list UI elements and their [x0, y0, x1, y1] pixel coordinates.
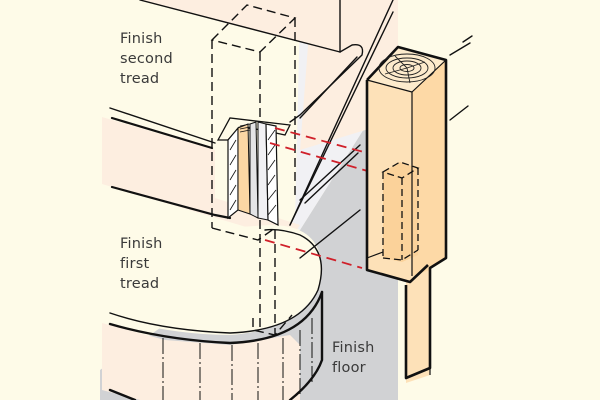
- first-tread-top: [102, 225, 322, 335]
- second-tread-nosing-under: [299, 56, 358, 119]
- post-side: [412, 60, 446, 276]
- label-line: tread: [120, 71, 160, 87]
- riser-top-edge: [139, 0, 341, 53]
- post-notch-outline: [365, 80, 429, 284]
- alignment-line-2: [269, 142, 379, 175]
- label-line: Finish: [120, 236, 163, 252]
- growth-rings: [378, 53, 436, 84]
- alignment-line-3: [264, 239, 363, 269]
- second-tread-edge-back: [109, 107, 216, 144]
- label-line: first: [120, 256, 150, 272]
- post-outline: [366, 45, 448, 380]
- post-top-edge-1: [366, 79, 413, 93]
- label-line: Finish: [120, 31, 163, 47]
- second-tread-front-edge: [110, 116, 214, 150]
- label-line: tread: [120, 276, 160, 292]
- wall-tick-2: [449, 42, 471, 56]
- stringer-slant: [289, 11, 394, 226]
- second-riser-left: [102, 124, 200, 195]
- wall-tick-3: [449, 105, 469, 121]
- phantom-notch-1: [211, 227, 276, 241]
- stringer-line-1: [299, 144, 361, 201]
- second-tread-nosing: [289, 44, 364, 123]
- phantom-notch-2: [252, 314, 293, 336]
- first-tread-top-edge: [109, 228, 323, 334]
- wall-tick-1: [462, 35, 473, 43]
- newel-post: [365, 45, 448, 383]
- slant-line: [289, 0, 394, 226]
- first-tread-bottom-edge: [108, 290, 324, 345]
- label-finish-floor: Finish floor: [332, 338, 374, 378]
- notch-edge: [366, 251, 384, 259]
- riser-cross-section: [216, 117, 291, 226]
- notch-mortise: [383, 162, 418, 262]
- label-line: floor: [332, 360, 366, 376]
- label-finish-second-tread: Finish second tread: [120, 29, 173, 89]
- label-line: Finish: [332, 340, 375, 356]
- stringer-line-3: [299, 209, 361, 259]
- first-riser-floor-line: [108, 388, 137, 400]
- stringer-line-2: [304, 152, 359, 204]
- post-top-edge-2: [411, 59, 447, 93]
- label-finish-first-tread: Finish first tread: [120, 234, 162, 294]
- label-line: second: [120, 51, 173, 67]
- second-riser-bottom: [110, 185, 232, 220]
- mortise-bottom: [382, 249, 419, 261]
